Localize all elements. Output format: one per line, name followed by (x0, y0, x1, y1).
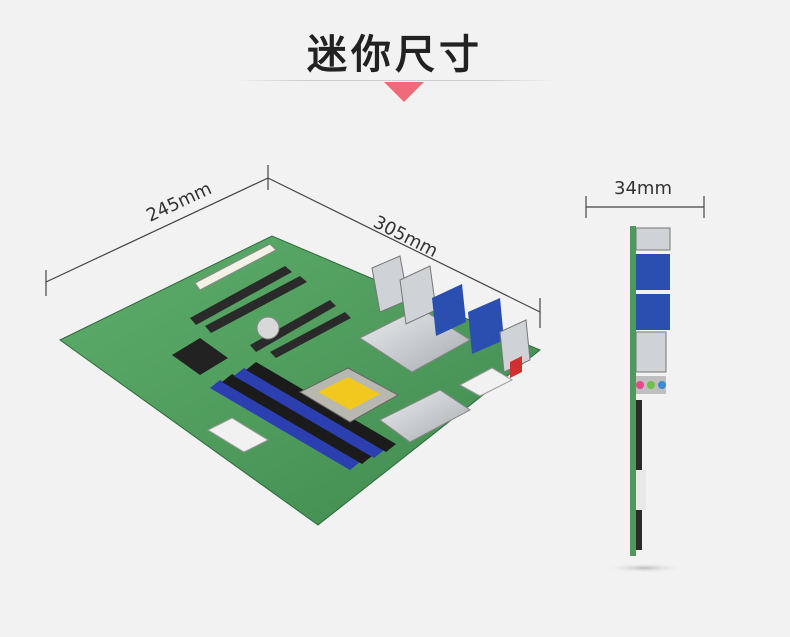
page-title: 迷你尺寸 (307, 32, 483, 78)
title-divider (235, 80, 555, 81)
length-dimension-line (267, 177, 541, 328)
motherboard-image (59, 235, 541, 526)
width-dimension-line (45, 165, 269, 296)
thickness-dimension-label: 34mm (614, 178, 672, 199)
side-profile-image (605, 226, 685, 573)
thickness-dimension-line (585, 196, 705, 218)
length-dimension-label: 305mm (370, 212, 441, 262)
title-marker-icon (384, 82, 424, 102)
